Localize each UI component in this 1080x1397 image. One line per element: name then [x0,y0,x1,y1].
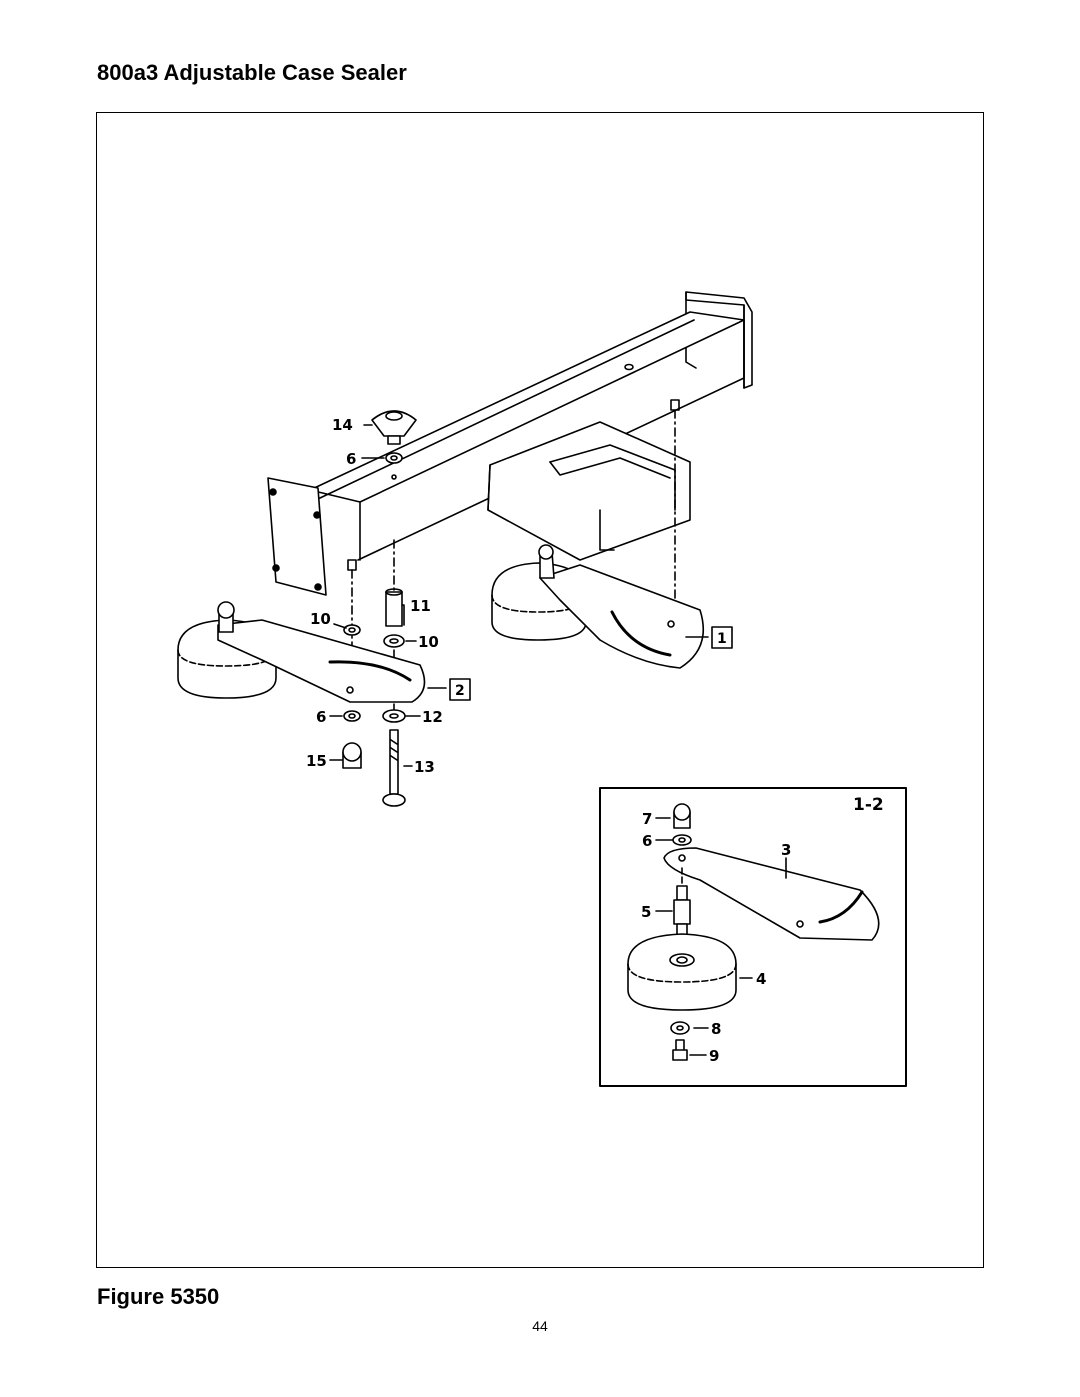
callout-12: 12 [422,708,443,726]
hardware-parts-illustration [342,410,417,807]
callout-part-1: 1 [717,631,727,647]
inset-callout-6: 6 [642,832,652,850]
inset-callout-3: 3 [781,841,791,859]
page-number: 44 [532,1318,548,1334]
figure-frame [96,112,984,1268]
callout-13: 13 [414,758,435,776]
page-title: 800a3 Adjustable Case Sealer [97,60,407,85]
inset-callout-9: 9 [709,1047,719,1065]
inset-callout-5: 5 [641,903,651,921]
inset-foot-exploded-illustration [627,803,880,1061]
foot-assembly-right-illustration [491,544,704,669]
callout-14: 14 [332,416,353,434]
main-beam-illustration [267,291,753,721]
callout-part-2: 2 [455,683,465,699]
figure-caption: Figure 5350 [97,1284,220,1309]
inset-callout-7: 7 [642,810,652,828]
inset-callout-4: 4 [756,970,766,988]
callout-15: 15 [306,752,327,770]
callout-6-bottom: 6 [316,708,326,726]
callout-11: 11 [410,597,431,615]
callout-10-left: 10 [310,610,331,628]
callout-6-top: 6 [346,450,356,468]
inset-label: 1-2 [853,795,884,815]
callout-10-right: 10 [418,633,439,651]
foot-assembly-left-illustration [177,601,426,703]
inset-callout-8: 8 [711,1020,721,1038]
